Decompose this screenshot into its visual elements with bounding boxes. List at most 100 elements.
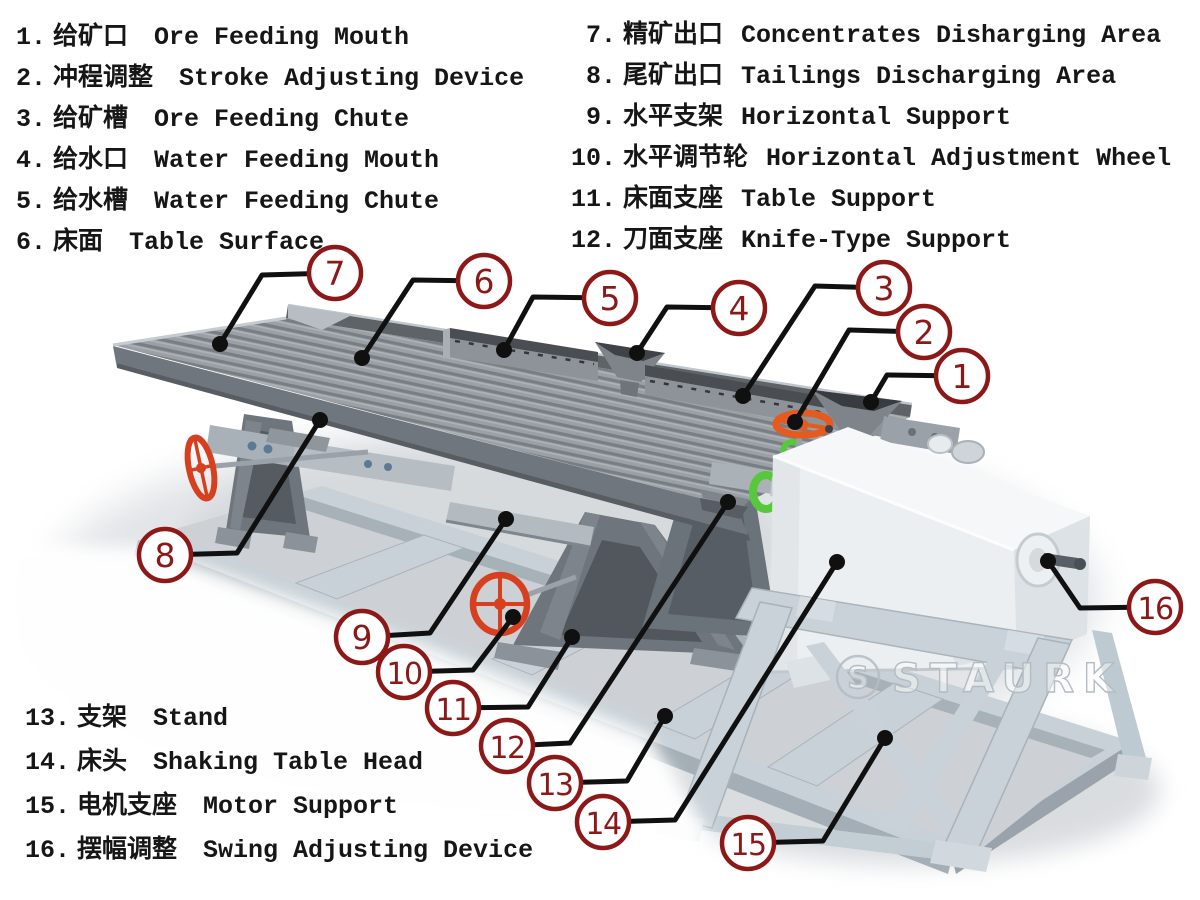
legend-num: 8. (585, 62, 616, 91)
callout-13-stand: 13 (526, 754, 584, 812)
white-fade (0, 540, 710, 900)
callout-number: 11 (435, 693, 470, 728)
legend-zh: 水平调节轮 (623, 144, 749, 173)
callout-target-dot-16 (1040, 553, 1056, 569)
callout-number: 7 (325, 254, 346, 293)
legend-num: 4. (16, 146, 47, 175)
legend-zh: 电机支座 (77, 792, 178, 821)
callout-target-dot-6 (354, 350, 370, 366)
callout-number: 2 (914, 313, 935, 352)
legend-en: Tailings Discharging Area (741, 62, 1117, 91)
legend-num: 6. (16, 228, 47, 257)
callout-9-horizontal-support: 9 (333, 608, 391, 666)
legend-zh: 冲程调整 (53, 64, 154, 93)
callout-target-dot-2 (787, 414, 803, 430)
legend-right: 7.精矿出口 Concentrates Disharging Area 8.尾矿出… (568, 14, 1171, 260)
legend-num: 5. (16, 187, 47, 216)
legend-item-3: 3.给矿槽 Ore Feeding Chute (16, 98, 524, 139)
legend-en: Ore Feeding Chute (154, 105, 410, 134)
callout-number: 3 (874, 269, 895, 308)
legend-zh: 刀面支座 (623, 226, 724, 255)
swing-adjusting-device (1015, 532, 1086, 588)
legend-en: Knife-Type Support (741, 226, 1012, 255)
legend-en: Motor Support (203, 792, 399, 821)
legend-item-7: 7.精矿出口 Concentrates Disharging Area (568, 14, 1171, 55)
legend-zh: 给水口 (53, 146, 129, 175)
legend-item-15: 15.电机支座 Motor Support (18, 785, 533, 829)
legend-en: Horizontal Support (741, 103, 1012, 132)
legend-num: 14. (24, 748, 70, 777)
legend-zh: 给矿槽 (53, 105, 129, 134)
horizontal-support-rail (446, 502, 594, 547)
legend-item-12: 12.刀面支座 Knife-Type Support (568, 219, 1171, 260)
callout-number: 6 (474, 262, 495, 301)
legend-item-4: 4.给水口 Water Feeding Mouth (16, 139, 524, 180)
bolt (247, 441, 257, 451)
callout-target-dot-13 (657, 708, 673, 724)
callout-10-horizontal-adjustment-wheel: 10 (375, 643, 433, 701)
legend-num: 10. (570, 144, 616, 173)
callout-12-knife-type-support: 12 (478, 717, 536, 775)
callout-number: 5 (600, 279, 621, 318)
callout-target-dot-11 (564, 629, 580, 645)
legend-num: 3. (16, 105, 47, 134)
legend-en: Water Feeding Chute (154, 187, 440, 216)
callout-target-dot-10 (505, 609, 521, 625)
callout-3-ore-feeding-chute: 3 (855, 259, 913, 317)
callout-16-swing-adjusting-device: 16 (1126, 578, 1184, 636)
legend-en: Table Surface (129, 228, 325, 257)
watermark-word: STAURK (892, 656, 1123, 702)
legend-item-6: 6.床面 Table Surface (16, 221, 524, 262)
legend-zh: 床头 (77, 748, 128, 777)
callout-number: 10 (386, 657, 422, 692)
bolt (364, 460, 372, 468)
watermark-circle (835, 654, 881, 700)
watermark-symbol: S (847, 661, 869, 696)
legend-en: Stand (153, 704, 229, 733)
callout-target-dot-3 (735, 388, 751, 404)
callout-target-dot-5 (496, 342, 512, 358)
legend-item-8: 8.尾矿出口 Tailings Discharging Area (568, 55, 1171, 96)
legend-en: Table Support (741, 185, 937, 214)
callout-2-stroke-adjusting-device: 2 (895, 303, 953, 361)
legend-num: 9. (585, 103, 616, 132)
callout-target-dot-9 (498, 511, 514, 527)
bolt (384, 463, 392, 471)
legend-zh: 摆幅调整 (77, 836, 178, 865)
legend-zh: 精矿出口 (623, 21, 724, 50)
left-adjustment-handwheel (184, 434, 218, 502)
callout-number: 12 (489, 731, 524, 766)
callout-11-table-support: 11 (424, 679, 482, 737)
callout-1-ore-feeding-mouth: 1 (933, 347, 991, 405)
legend-num: 12. (570, 226, 616, 255)
callout-number: 9 (352, 618, 373, 657)
legend-en: Concentrates Disharging Area (741, 21, 1162, 50)
legend-zh: 支架 (77, 704, 128, 733)
callout-target-dot-14 (829, 554, 845, 570)
callout-target-dot-7 (212, 336, 228, 352)
legend-en: Ore Feeding Mouth (154, 23, 410, 52)
callout-target-dot-4 (629, 345, 645, 361)
legend-zh: 床面支座 (623, 185, 724, 214)
legend-num: 15. (24, 792, 70, 821)
legend-zh: 床面 (53, 228, 104, 257)
callout-target-dot-1 (863, 394, 879, 410)
legend-en: Stroke Adjusting Device (179, 64, 525, 93)
legend-en: Water Feeding Mouth (154, 146, 440, 175)
callout-4-water-feeding-mouth: 4 (710, 279, 768, 337)
table-surface (113, 318, 910, 508)
legend-num: 11. (570, 185, 616, 214)
legend-zh: 尾矿出口 (623, 62, 724, 91)
legend-num: 7. (585, 21, 616, 50)
